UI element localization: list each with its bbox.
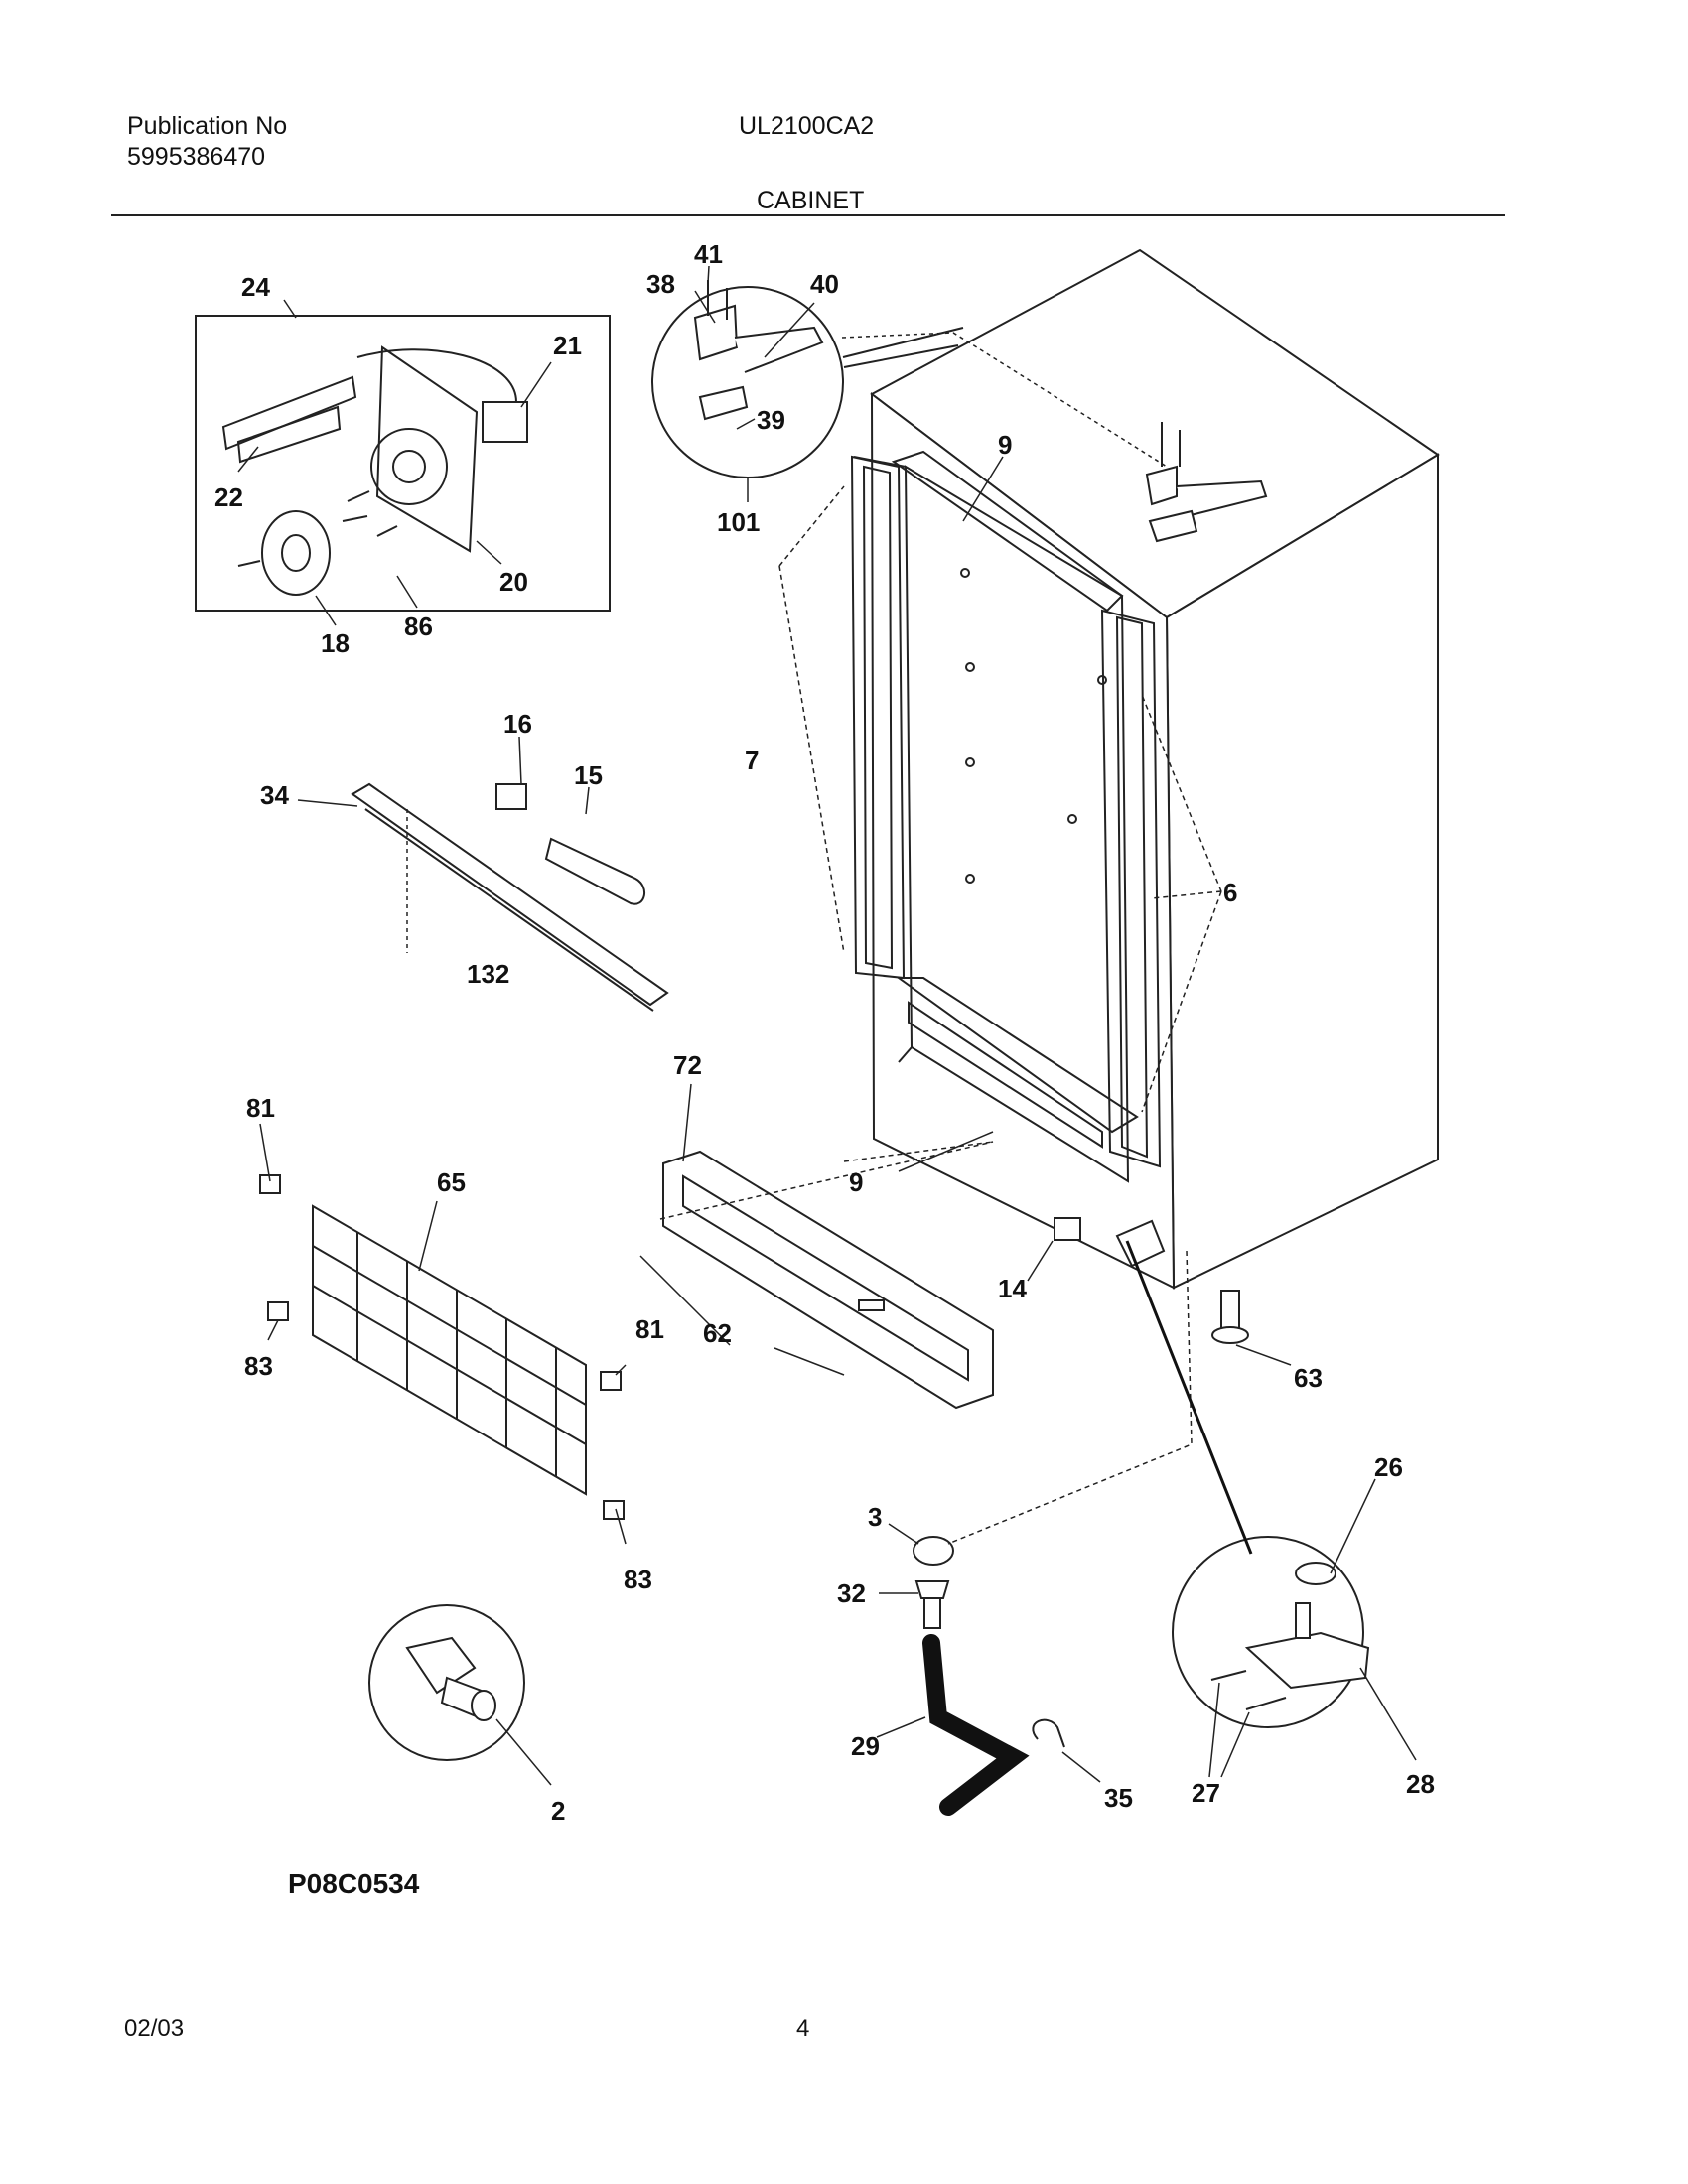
callout-41: 41 bbox=[694, 239, 723, 269]
callout-9-top: 9 bbox=[998, 430, 1012, 460]
callout-7: 7 bbox=[745, 746, 759, 775]
bottom-hinge-detail bbox=[1172, 1536, 1370, 1728]
cabinet-body bbox=[850, 248, 1440, 1290]
callout-32: 32 bbox=[837, 1578, 866, 1608]
model-number: UL2100CA2 bbox=[739, 112, 875, 140]
callout-35: 35 bbox=[1104, 1783, 1133, 1813]
diagram-code: P08C0534 bbox=[288, 1868, 420, 1899]
callout-9-bottom: 9 bbox=[849, 1167, 863, 1197]
callout-3: 3 bbox=[868, 1502, 882, 1532]
page-number: 4 bbox=[796, 2015, 810, 2042]
publication-number: 5995386470 bbox=[127, 143, 266, 171]
callout-81-top: 81 bbox=[246, 1093, 275, 1123]
callout-2: 2 bbox=[551, 1796, 565, 1826]
kickplate-grille bbox=[259, 1174, 625, 1520]
callout-132: 132 bbox=[467, 959, 509, 989]
section-title: CABINET bbox=[757, 187, 865, 214]
header-divider bbox=[111, 214, 1505, 216]
callout-27: 27 bbox=[1192, 1778, 1220, 1808]
callout-40: 40 bbox=[810, 269, 839, 299]
callout-18: 18 bbox=[321, 628, 350, 658]
callout-39: 39 bbox=[757, 405, 785, 435]
callout-63: 63 bbox=[1294, 1363, 1323, 1393]
callout-22: 22 bbox=[214, 482, 243, 512]
callout-65: 65 bbox=[437, 1167, 466, 1197]
footer-date: 02/03 bbox=[124, 2015, 185, 2042]
callout-34: 34 bbox=[260, 780, 289, 810]
callout-26: 26 bbox=[1374, 1452, 1403, 1482]
callout-83-right: 83 bbox=[624, 1565, 652, 1594]
drain-fitting-detail bbox=[368, 1604, 525, 1761]
callout-20: 20 bbox=[499, 567, 528, 597]
callout-86: 86 bbox=[404, 612, 433, 641]
callout-81-right: 81 bbox=[635, 1314, 664, 1344]
callout-62: 62 bbox=[703, 1318, 732, 1348]
callout-101: 101 bbox=[717, 507, 760, 537]
top-hinge-detail bbox=[651, 280, 964, 478]
callout-15: 15 bbox=[574, 760, 603, 790]
callout-83-left: 83 bbox=[244, 1351, 273, 1381]
callout-24: 24 bbox=[241, 272, 270, 302]
callout-16: 16 bbox=[503, 709, 532, 739]
leveling-leg bbox=[1211, 1290, 1249, 1344]
fan-assembly-inset bbox=[195, 315, 611, 612]
drain-parts bbox=[913, 1536, 1065, 1816]
callout-6: 6 bbox=[1223, 878, 1237, 907]
callout-38: 38 bbox=[646, 269, 675, 299]
callout-29: 29 bbox=[851, 1731, 880, 1761]
callout-14: 14 bbox=[998, 1274, 1027, 1303]
callout-72: 72 bbox=[673, 1050, 702, 1080]
thermostat-bracket bbox=[351, 782, 669, 1012]
callout-28: 28 bbox=[1406, 1769, 1435, 1799]
publication-label: Publication No bbox=[127, 112, 288, 140]
toe-plate bbox=[662, 1150, 994, 1410]
callout-21: 21 bbox=[553, 331, 582, 360]
